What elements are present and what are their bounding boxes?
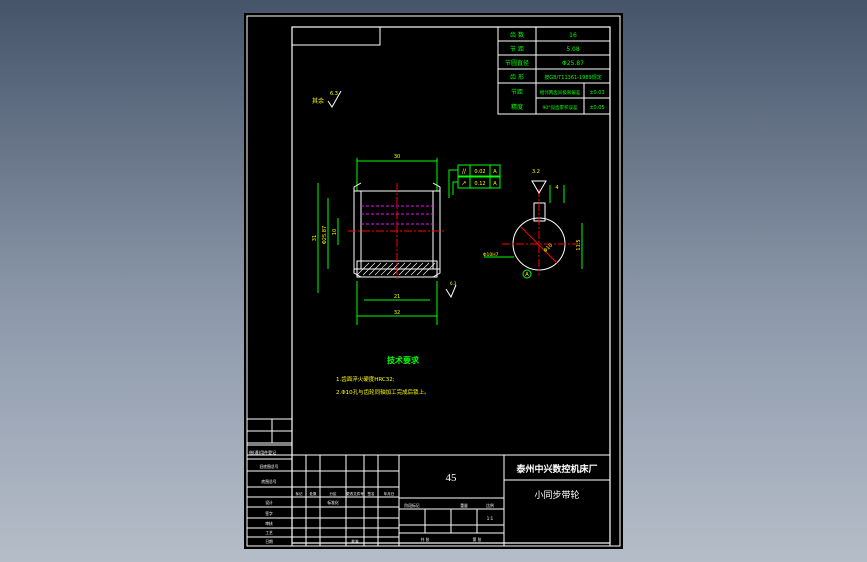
svg-text:借(通)用件登记: 借(通)用件登记 xyxy=(249,449,276,455)
dim-roughness-top: 3.2 xyxy=(532,169,540,175)
svg-text:↗: ↗ xyxy=(461,180,466,187)
svg-text:批准: 批准 xyxy=(351,539,359,544)
section-hatch xyxy=(356,262,436,276)
svg-text:签名: 签名 xyxy=(368,491,375,496)
svg-text:6.3: 6.3 xyxy=(330,91,338,97)
svg-text:标记: 标记 xyxy=(296,491,304,496)
title-material: 45 xyxy=(446,472,458,484)
svg-text:签字: 签字 xyxy=(265,511,273,516)
sheet-inner-frame xyxy=(291,26,611,544)
dim-key-width: 4 xyxy=(555,185,558,191)
pulley-front-view: 30 xyxy=(312,154,501,325)
dim-top-length: 30 xyxy=(394,154,400,160)
tech-req-title: 技术要求 xyxy=(387,355,420,365)
svg-text:其余: 其余 xyxy=(312,97,324,105)
dim-bottom-total: 32 xyxy=(394,310,400,316)
svg-text:A: A xyxy=(493,181,497,187)
param-extra-pitch2: ±0.03 xyxy=(589,90,604,96)
param-label-profile: 齿 形 xyxy=(510,73,524,81)
param-label-accuracy: 精度 xyxy=(511,103,523,111)
svg-text:共 张: 共 张 xyxy=(421,537,430,542)
roughness-remainder: 其余 6.3 xyxy=(312,90,342,108)
title-company: 泰州中兴数控机床厂 xyxy=(515,463,597,475)
svg-text:比例: 比例 xyxy=(486,503,494,508)
svg-text:0.12: 0.12 xyxy=(474,181,485,187)
svg-text:标准化: 标准化 xyxy=(327,500,339,505)
dim-dia-outer: 31 xyxy=(312,235,318,241)
top-left-code-box xyxy=(291,26,381,46)
dim-bottom-inner: 21 xyxy=(394,294,400,300)
param-label-pitch-dia: 节圆直径 xyxy=(505,59,529,67)
technical-requirements: 技术要求 1.齿面淬火硬度HRC32; 2.Φ10孔与齿轮同轴加工完成后锁上。 xyxy=(336,355,430,396)
dim-section-dia: Φ10 xyxy=(543,243,555,255)
param-label-teeth: 齿 数 xyxy=(510,31,524,39)
tolerance-frames: // 0.02 A ↗ 0.12 A xyxy=(448,164,501,198)
params-table: 齿 数 16 节 距 5.08 节圆直径 Φ25.87 齿 形 按GB/T113… xyxy=(497,26,611,115)
svg-text:A: A xyxy=(525,272,529,278)
svg-text:分区: 分区 xyxy=(330,491,338,496)
svg-text:A: A xyxy=(493,169,497,175)
svg-text:更改文件号: 更改文件号 xyxy=(346,491,364,496)
bore-note: Φ10H7 xyxy=(483,252,499,258)
svg-text:重量: 重量 xyxy=(460,503,468,508)
param-value-profile: 按GB/T11361-1989规定 xyxy=(544,74,601,81)
param-value-pitch: 5.08 xyxy=(566,46,580,53)
param-extra-accuracy: ±0.05 xyxy=(589,105,604,111)
pulley-section-view: 3.2 4 11.5 Φ10 Φ10H7 A xyxy=(483,169,583,279)
param-label-pitch2: 节距 xyxy=(511,88,523,96)
param-value-pitch2: 相邻两齿间极限偏差 xyxy=(540,89,581,96)
svg-text:旧底图总号: 旧底图总号 xyxy=(260,464,279,469)
tech-req-line-2: 2.Φ10孔与齿轮同轴加工完成后锁上。 xyxy=(336,388,430,396)
svg-text:审核: 审核 xyxy=(265,521,273,526)
svg-text:设计: 设计 xyxy=(265,500,273,505)
svg-text:底图总号: 底图总号 xyxy=(261,479,276,484)
drawing-sheet: 齿 数 16 节 距 5.08 节圆直径 Φ25.87 齿 形 按GB/T113… xyxy=(244,13,623,549)
svg-text:6.3: 6.3 xyxy=(450,281,457,286)
param-value-accuracy: 90°弧齿累积误差 xyxy=(543,104,578,111)
title-scale: 1:1 xyxy=(487,516,494,521)
param-label-pitch: 节 距 xyxy=(510,45,524,53)
svg-text:第 张: 第 张 xyxy=(473,537,482,542)
title-part-name: 小同步带轮 xyxy=(534,489,579,501)
svg-text:工艺: 工艺 xyxy=(265,530,273,535)
svg-text://: // xyxy=(462,168,467,175)
left-side-strip: 借(通)用件登记 xyxy=(246,418,293,460)
svg-text:年月日: 年月日 xyxy=(384,491,395,496)
svg-text:0.02: 0.02 xyxy=(474,169,485,175)
svg-text:处数: 处数 xyxy=(310,491,318,496)
dim-key-depth: 11.5 xyxy=(576,239,582,250)
tech-req-line-1: 1.齿面淬火硬度HRC32; xyxy=(336,375,395,383)
svg-text:日期: 日期 xyxy=(265,539,273,544)
dim-dia-bore: 10 xyxy=(332,229,338,235)
dim-dia-mid: Φ25.87 xyxy=(322,226,328,244)
svg-text:阶段标记: 阶段标记 xyxy=(404,503,419,508)
param-value-pitch-dia: Φ25.87 xyxy=(562,60,584,67)
param-value-teeth: 16 xyxy=(569,32,577,39)
title-block: 45 泰州中兴数控机床厂 小同步带轮 阶段标记 重量 比例 1:1 共 张 第 … xyxy=(246,454,611,547)
